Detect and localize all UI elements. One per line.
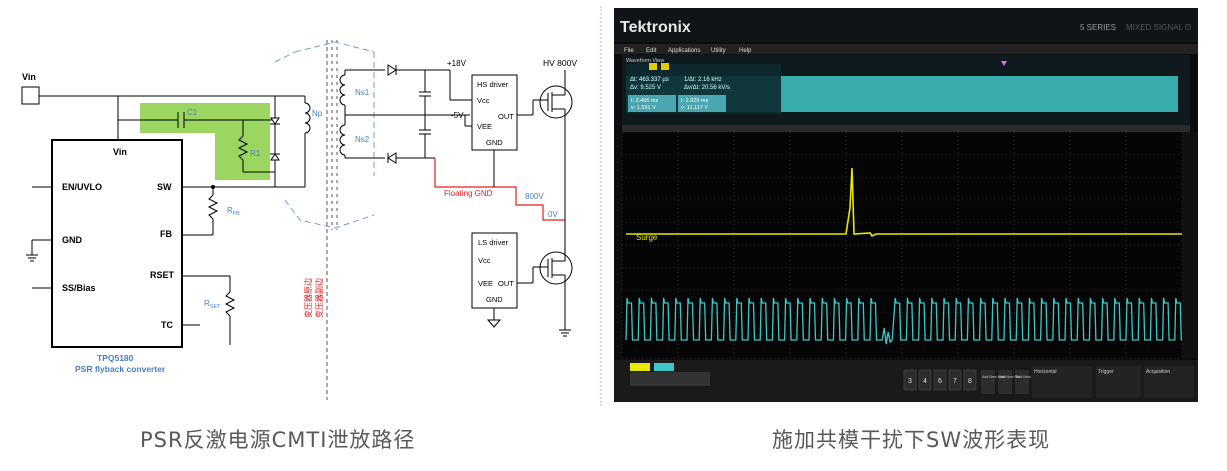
ic-pin-gnd: GND xyxy=(62,235,83,245)
cursor2-volt: v: 11.117 V xyxy=(681,105,708,111)
readout-dv-dt: Δv/Δt: 20.56 kV/s xyxy=(684,85,730,91)
scope-menu-applications[interactable]: Applications xyxy=(668,48,700,54)
readout-dv: Δv: 9.525 V xyxy=(630,85,661,91)
oscilloscope-screen: Tektronix 5 SERIES MIXED SIGNAL O File E… xyxy=(614,8,1198,402)
hs-driver-box xyxy=(471,74,518,151)
divider xyxy=(600,6,602,406)
ns1-label: Ns1 xyxy=(355,88,370,97)
v-neg5-label: -5V xyxy=(451,111,464,120)
ic-pin-tc: TC xyxy=(161,320,173,330)
ls-driver-out: OUT xyxy=(498,279,514,288)
cursor1-time: t: 2.466 ms xyxy=(631,98,658,104)
v800-label: 800V xyxy=(525,192,544,201)
hs-driver-vcc: Vcc xyxy=(477,96,490,105)
sw-waveform xyxy=(625,297,1187,345)
hs-driver-out: OUT xyxy=(498,112,514,121)
ic-pin-fb: FB xyxy=(160,229,172,239)
add-new-math-button[interactable]: Add New Math xyxy=(982,375,1006,379)
ic-body xyxy=(51,139,183,348)
ls-driver-vcc: Vcc xyxy=(478,256,491,265)
cursor1-volt: v: 1.591 V xyxy=(631,105,656,111)
vin-label: Vin xyxy=(22,72,36,82)
channel-button-8[interactable]: 8 xyxy=(968,378,972,385)
add-new-ref-button[interactable]: Add New Ref xyxy=(999,375,1020,379)
hs-driver-title: HS driver xyxy=(477,80,509,89)
trigger-panel[interactable]: Trigger xyxy=(1098,369,1114,375)
ls-mosfet xyxy=(539,251,573,285)
hs-mosfet xyxy=(539,85,573,119)
add-new-bus-button[interactable]: Add New Bus xyxy=(1016,375,1038,379)
caption-left: PSR反激电源CMTI泄放路径 xyxy=(140,428,416,452)
ic-pin-ss-bias: SS/Bias xyxy=(62,283,96,293)
v0-label: 0V xyxy=(548,210,558,219)
channel-button-3[interactable]: 3 xyxy=(908,378,912,385)
v-pos18-label: +18V xyxy=(447,59,467,68)
ls-driver-title: LS driver xyxy=(478,238,509,247)
scope-brand: Tektronix xyxy=(620,19,691,36)
floating-gnd-path xyxy=(434,158,565,221)
psr-flyback-schematic: Vin Vin EN/UVLO GND SS/Bias SW FB RSET T… xyxy=(21,40,577,400)
ic-name: TPQ5180 xyxy=(97,353,134,363)
scope-menu-utility[interactable]: Utility xyxy=(711,48,726,54)
ls-driver-vee: VEE xyxy=(478,279,493,288)
ls-driver-box xyxy=(471,232,518,309)
np-label: Np xyxy=(312,109,323,118)
ic-subtitle: PSR flyback converter xyxy=(75,364,166,374)
readout-1-dt: 1/Δt: 2.16 kHz xyxy=(684,77,722,83)
hs-driver-gnd: GND xyxy=(486,138,503,147)
hs-driver-vee: VEE xyxy=(477,122,492,131)
floating-gnd-label: Floating GND xyxy=(444,189,493,198)
scope-menu-edit[interactable]: Edit xyxy=(646,48,657,54)
scope-menu-file[interactable]: File xyxy=(624,48,634,54)
hv-label: HV 800V xyxy=(543,58,577,68)
ic-pin-rset: RSET xyxy=(150,270,175,280)
rfb-label: RFB xyxy=(227,206,240,217)
transformer-secondary-label: 变压器副边 xyxy=(314,278,324,318)
surge-waveform xyxy=(626,167,1182,238)
caption-right: 施加共模干扰下SW波形表现 xyxy=(772,428,1051,452)
readout-dt: Δt: 463.337 µs xyxy=(630,77,669,83)
ic-pin-sw: SW xyxy=(157,182,172,192)
ic-vin-label: Vin xyxy=(113,147,127,157)
scope-menu-help[interactable]: Help xyxy=(739,48,752,54)
channel-button-6[interactable]: 6 xyxy=(938,378,942,385)
channel-button-4[interactable]: 4 xyxy=(923,378,927,385)
ns2-label: Ns2 xyxy=(355,135,370,144)
scope-series-sub: MIXED SIGNAL O xyxy=(1126,23,1191,32)
cmti-path-highlight xyxy=(140,103,270,180)
transformer-primary-label: 变压器原边 xyxy=(303,278,313,318)
cursor2-time: t: 2.929 ms xyxy=(681,98,708,104)
vin-terminal xyxy=(21,86,40,105)
r1-label: R1 xyxy=(250,149,261,158)
ls-driver-gnd: GND xyxy=(486,295,503,304)
horizontal-panel[interactable]: Horizontal xyxy=(1034,369,1057,375)
waveform-view-label: Waveform View xyxy=(626,58,664,64)
acquisition-panel[interactable]: Acquisition xyxy=(1146,369,1170,375)
c1-label: C1 xyxy=(187,108,198,117)
surge-label: Surge xyxy=(636,233,658,242)
rset-label: RSET xyxy=(204,299,221,310)
ic-pin-en-uvlo: EN/UVLO xyxy=(62,182,102,192)
scope-series: 5 SERIES xyxy=(1080,23,1116,32)
channel-button-7[interactable]: 7 xyxy=(953,378,957,385)
